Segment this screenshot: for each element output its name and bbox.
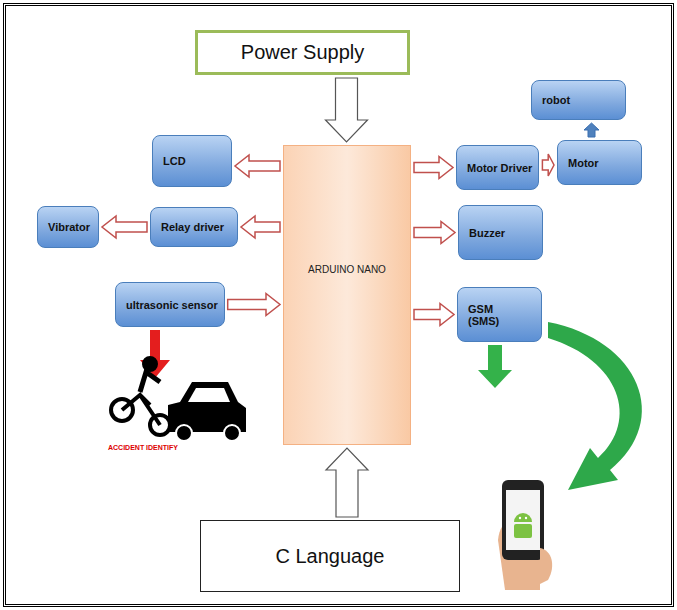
car-icon [168, 382, 246, 441]
node-text: Vibrator [48, 221, 90, 233]
block-arrow [235, 155, 280, 177]
node-text: robot [542, 94, 570, 106]
block-arrow [241, 216, 280, 238]
green-curve-arrow [548, 322, 642, 490]
motor-box: Motor [557, 140, 642, 185]
node-text: GSM [468, 303, 493, 315]
node-text: Motor Driver [467, 162, 532, 174]
block-arrow [414, 304, 454, 326]
node-text: Relay driver [161, 221, 224, 233]
driver-box: Motor Driver [456, 145, 539, 190]
bike-icon [111, 358, 170, 435]
buzzer-box: Buzzer [458, 205, 543, 260]
node-text: (SMS) [468, 315, 499, 327]
node-text: C Language [276, 545, 385, 568]
node-text: Power Supply [241, 41, 364, 64]
vibrator-box: Vibrator [37, 206, 99, 248]
phone-icon [498, 480, 552, 590]
relay-box: Relay driver [150, 207, 238, 247]
language-box: C Language [200, 520, 460, 592]
block-arrow [414, 222, 455, 244]
block-arrow [414, 157, 453, 179]
block-arrow [228, 294, 280, 316]
block-arrow [542, 154, 554, 176]
node-text: ARDUINO NANO [308, 264, 386, 275]
caption-label: ACCIDENT IDENTIFY [108, 444, 178, 451]
sensor-box: ultrasonic sensor [115, 282, 225, 327]
node-text: LCD [163, 155, 186, 167]
gsm-box: GSM(SMS) [457, 287, 542, 342]
green-arrow [478, 345, 512, 388]
robot-box: robot [531, 80, 626, 120]
block-arrow [326, 448, 368, 517]
node-text: Buzzer [469, 227, 505, 239]
lcd-box: LCD [152, 135, 232, 187]
block-arrow [326, 78, 368, 142]
power-box: Power Supply [195, 30, 410, 75]
controller-box: ARDUINO NANO [283, 145, 411, 445]
block-arrow [102, 216, 147, 238]
block-arrow [584, 123, 599, 137]
node-text: ultrasonic sensor [126, 299, 218, 311]
node-text: Motor [568, 157, 599, 169]
